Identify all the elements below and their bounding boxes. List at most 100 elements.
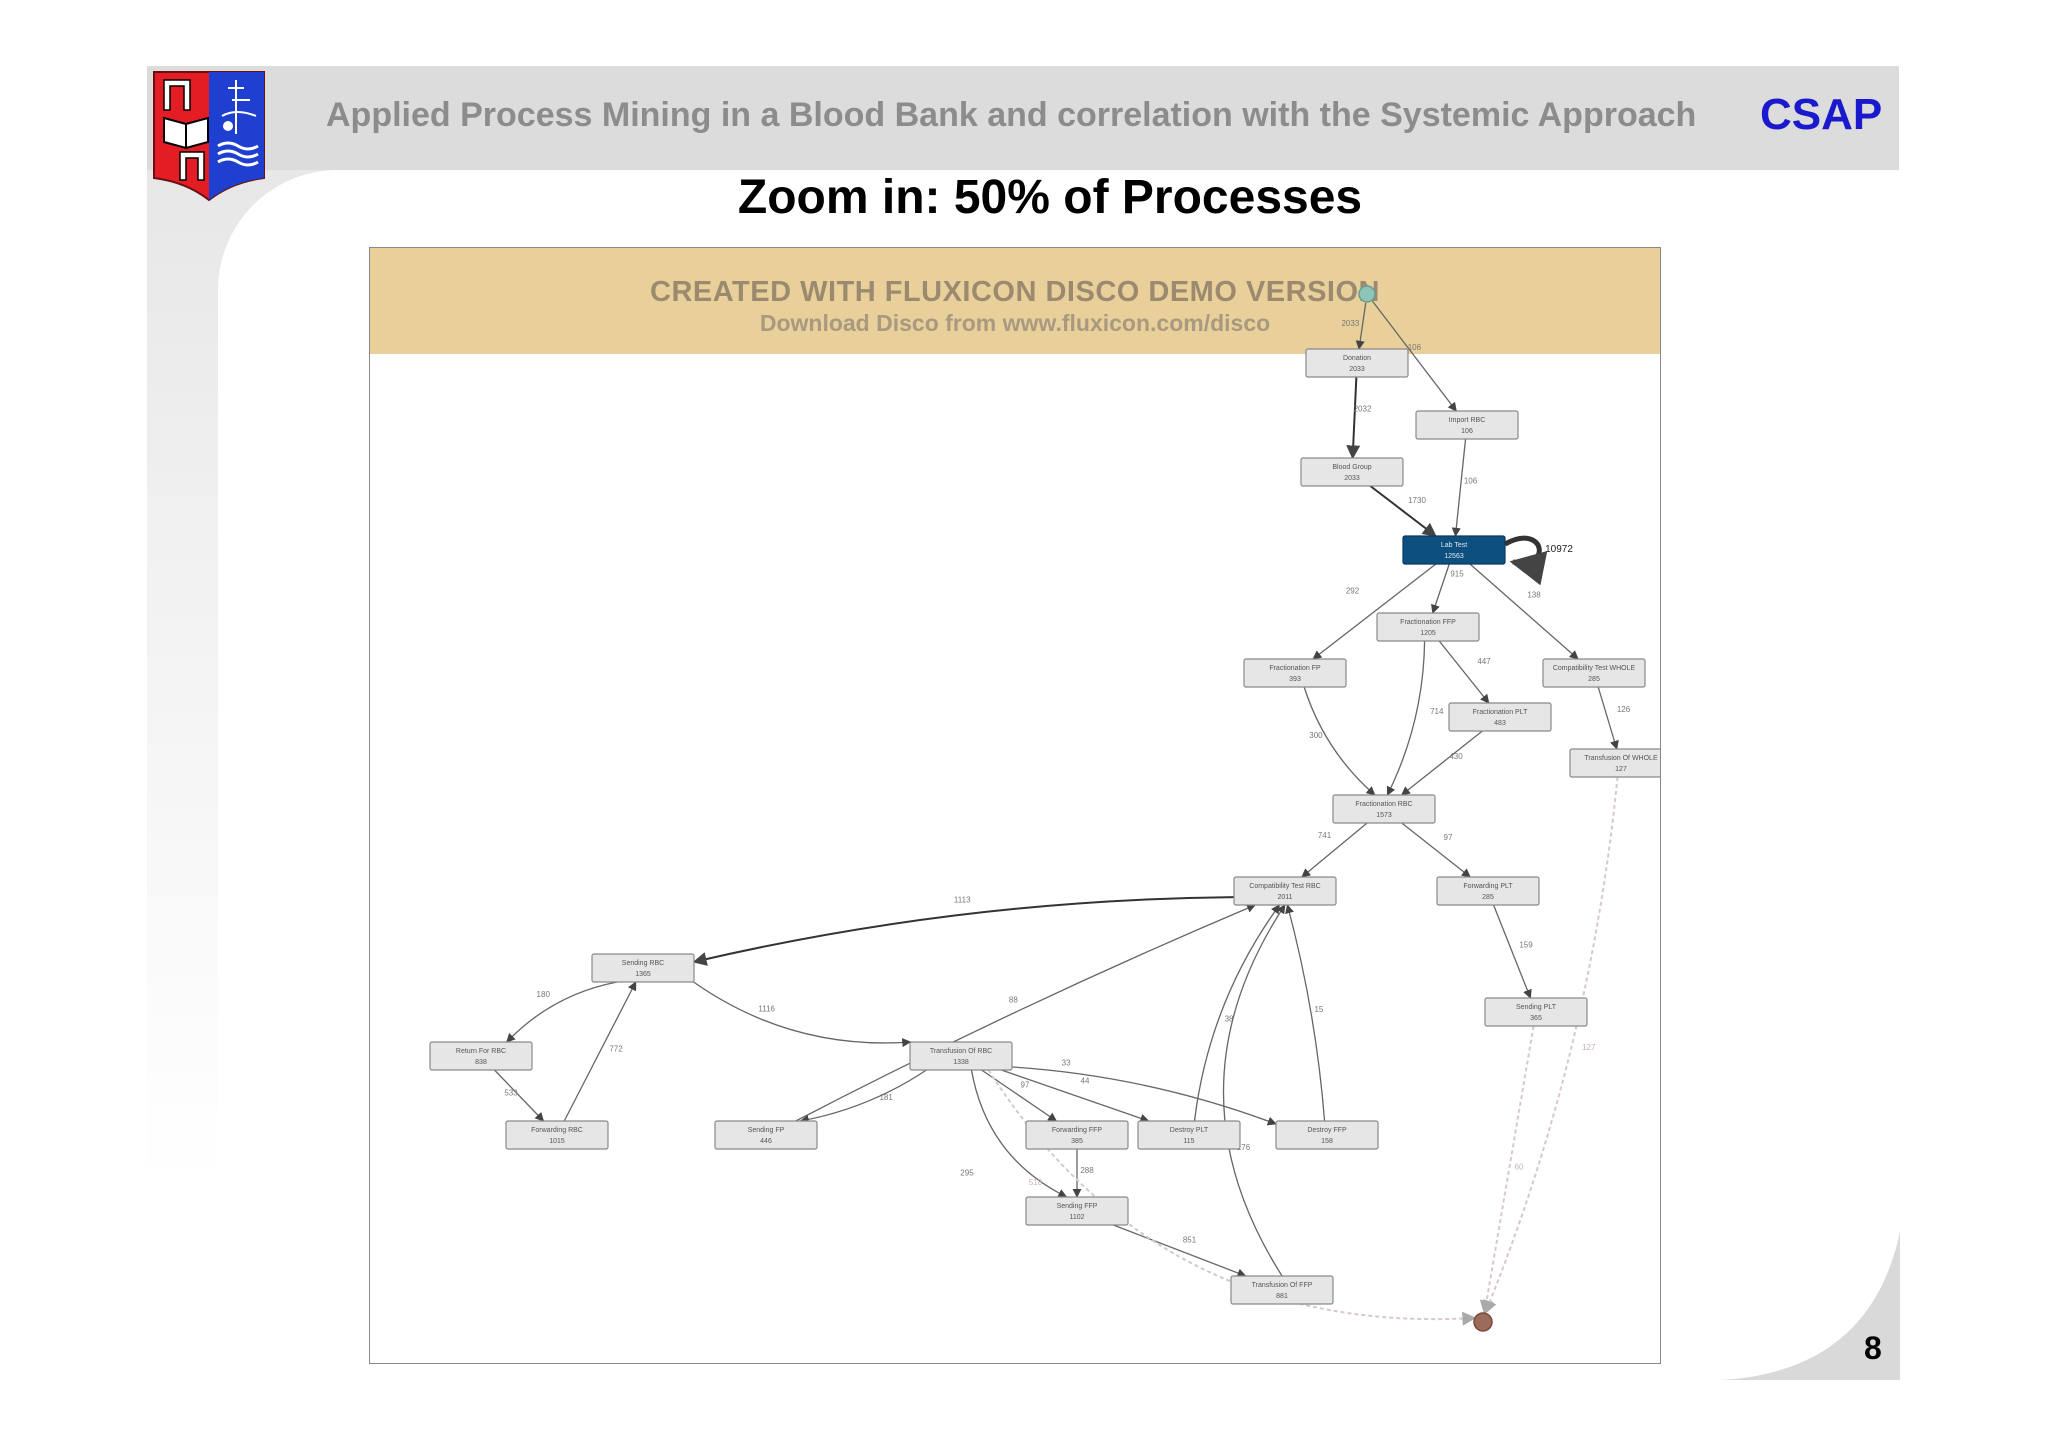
activity-name: Sending FFP <box>1057 1203 1098 1210</box>
edge-line <box>1312 563 1437 660</box>
activity-count: 2033 <box>1349 366 1365 373</box>
edge-fract-rbc-to-forward-plt: 97 <box>1401 822 1471 878</box>
edge-lab-test-to-compat-whole: 138 <box>1469 563 1579 660</box>
page-corner-shape <box>1720 1232 1900 1380</box>
edge-donation-to-blood-group: 2032 <box>1346 376 1372 460</box>
process-map-figure: CREATED WITH FLUXICON DISCO DEMO VERSION… <box>369 247 1661 1364</box>
edge-forward-plt-to-sending-plt: 159 <box>1492 904 1533 999</box>
activity-name: Forwarding PLT <box>1463 883 1513 890</box>
activity-count: 12563 <box>1444 553 1464 560</box>
activity-box <box>1542 658 1646 688</box>
edge-sending-rbc-to-transf-rbc: 1116 <box>693 981 912 1048</box>
edge-frequency-label: 106 <box>1408 343 1422 352</box>
activity-count: 1102 <box>1069 1214 1084 1221</box>
edge-frequency-label: 772 <box>609 1045 623 1054</box>
edge-frequency-label: 518 <box>1029 1178 1043 1187</box>
university-logo <box>153 71 265 202</box>
activity-count: 1015 <box>549 1138 565 1145</box>
edge-line <box>1303 686 1376 796</box>
edge-transf-rbc-to-sending-fp: 181 <box>799 1069 927 1124</box>
edge-destroy-ffp-to-compat-rbc: 15 <box>1285 904 1326 1122</box>
activity-name: Compatibility Test RBC <box>1249 883 1320 890</box>
edge-line <box>1400 730 1483 796</box>
activity-name: Forwarding RBC <box>531 1127 583 1134</box>
activity-box <box>1376 612 1480 642</box>
edge-line <box>1346 376 1361 460</box>
activity-name: Forwarding FFP <box>1052 1127 1103 1134</box>
edge-fract-ffp-to-fract-plt: 447 <box>1438 640 1491 704</box>
edge-line <box>1431 563 1450 614</box>
edge-frequency-label: 447 <box>1477 657 1491 666</box>
edge-line <box>1503 535 1548 586</box>
edge-frequency-label: 714 <box>1430 707 1444 716</box>
edge-line <box>692 896 1235 966</box>
edge-frequency-label: 97 <box>1021 1081 1030 1090</box>
activity-node-donation: Donation 2033 <box>1305 348 1409 378</box>
edge-forward-rbc-to-sending-rbc: 772 <box>563 981 637 1122</box>
edge-line <box>1222 904 1286 1277</box>
page-number: 8 <box>1864 1330 1882 1366</box>
activity-name: Transfusion Of WHOLE <box>1584 755 1658 762</box>
edge-line <box>563 981 637 1122</box>
activity-box <box>1332 794 1436 824</box>
edge-line <box>795 903 1257 1122</box>
activity-count: 2033 <box>1344 475 1360 482</box>
edge-frequency-label: 181 <box>879 1093 893 1102</box>
activity-count: 2011 <box>1277 894 1292 901</box>
edge-frequency-label: 2032 <box>1354 405 1372 414</box>
activity-box <box>1484 997 1588 1027</box>
edge-start-to-import-rbc: 106 <box>1371 300 1457 412</box>
edge-destroy-plt-to-compat-rbc: 38 <box>1193 904 1281 1122</box>
edge-import-rbc-to-lab-test: 106 <box>1451 438 1478 537</box>
activity-name: Donation <box>1343 355 1371 362</box>
edge-frequency-label: 127 <box>1582 1043 1596 1052</box>
activity-node-forward-plt: Forwarding PLT 285 <box>1436 876 1540 906</box>
edge-sending-ffp-to-transf-ffp: 851 <box>1113 1224 1247 1278</box>
edge-line <box>1479 1025 1535 1315</box>
activity-node-fract-rbc: Fractionation RBC 1573 <box>1332 794 1436 824</box>
edge-frequency-label: 1113 <box>954 896 971 905</box>
activity-box <box>1300 457 1404 487</box>
activity-box <box>1275 1120 1379 1150</box>
edge-frequency-label: 300 <box>1309 731 1323 740</box>
activity-count: 1338 <box>953 1059 969 1066</box>
activity-name: Fractionation RBC <box>1355 801 1412 808</box>
activity-count: 1573 <box>1376 812 1392 819</box>
activity-box <box>505 1120 609 1150</box>
edge-frequency-label: 533 <box>504 1089 518 1098</box>
edge-frequency-label: 138 <box>1527 591 1541 600</box>
activity-count: 106 <box>1461 428 1473 435</box>
edge-line <box>1438 640 1490 704</box>
activity-node-compat-rbc: Compatibility Test RBC 2011 <box>1233 876 1337 906</box>
activity-box <box>909 1041 1013 1071</box>
edge-frequency-label: 15 <box>1314 1005 1323 1014</box>
edge-line <box>1113 1224 1247 1278</box>
edge-frequency-label: 159 <box>1519 941 1533 950</box>
activity-box <box>1243 658 1347 688</box>
activity-name: Fractionation FFP <box>1400 619 1456 626</box>
edge-sending-rbc-to-return-rbc: 180 <box>506 981 618 1043</box>
edge-line <box>1355 302 1367 350</box>
edge-compat-whole-to-transf-whole: 126 <box>1597 686 1631 750</box>
edges-layer: 2033106203210617301097229291513844771430… <box>493 300 1631 1326</box>
activity-name: Fractionation PLT <box>1473 709 1528 716</box>
activity-count: 285 <box>1482 894 1494 901</box>
edge-line <box>799 1069 927 1124</box>
edge-frequency-label: 1730 <box>1408 496 1426 505</box>
edge-lab-test-to-lab-test: 10972 <box>1503 535 1573 586</box>
slide-title: Zoom in: 50% of Processes <box>737 171 1363 224</box>
edge-fract-fp-to-fract-rbc: 300 <box>1303 686 1376 796</box>
